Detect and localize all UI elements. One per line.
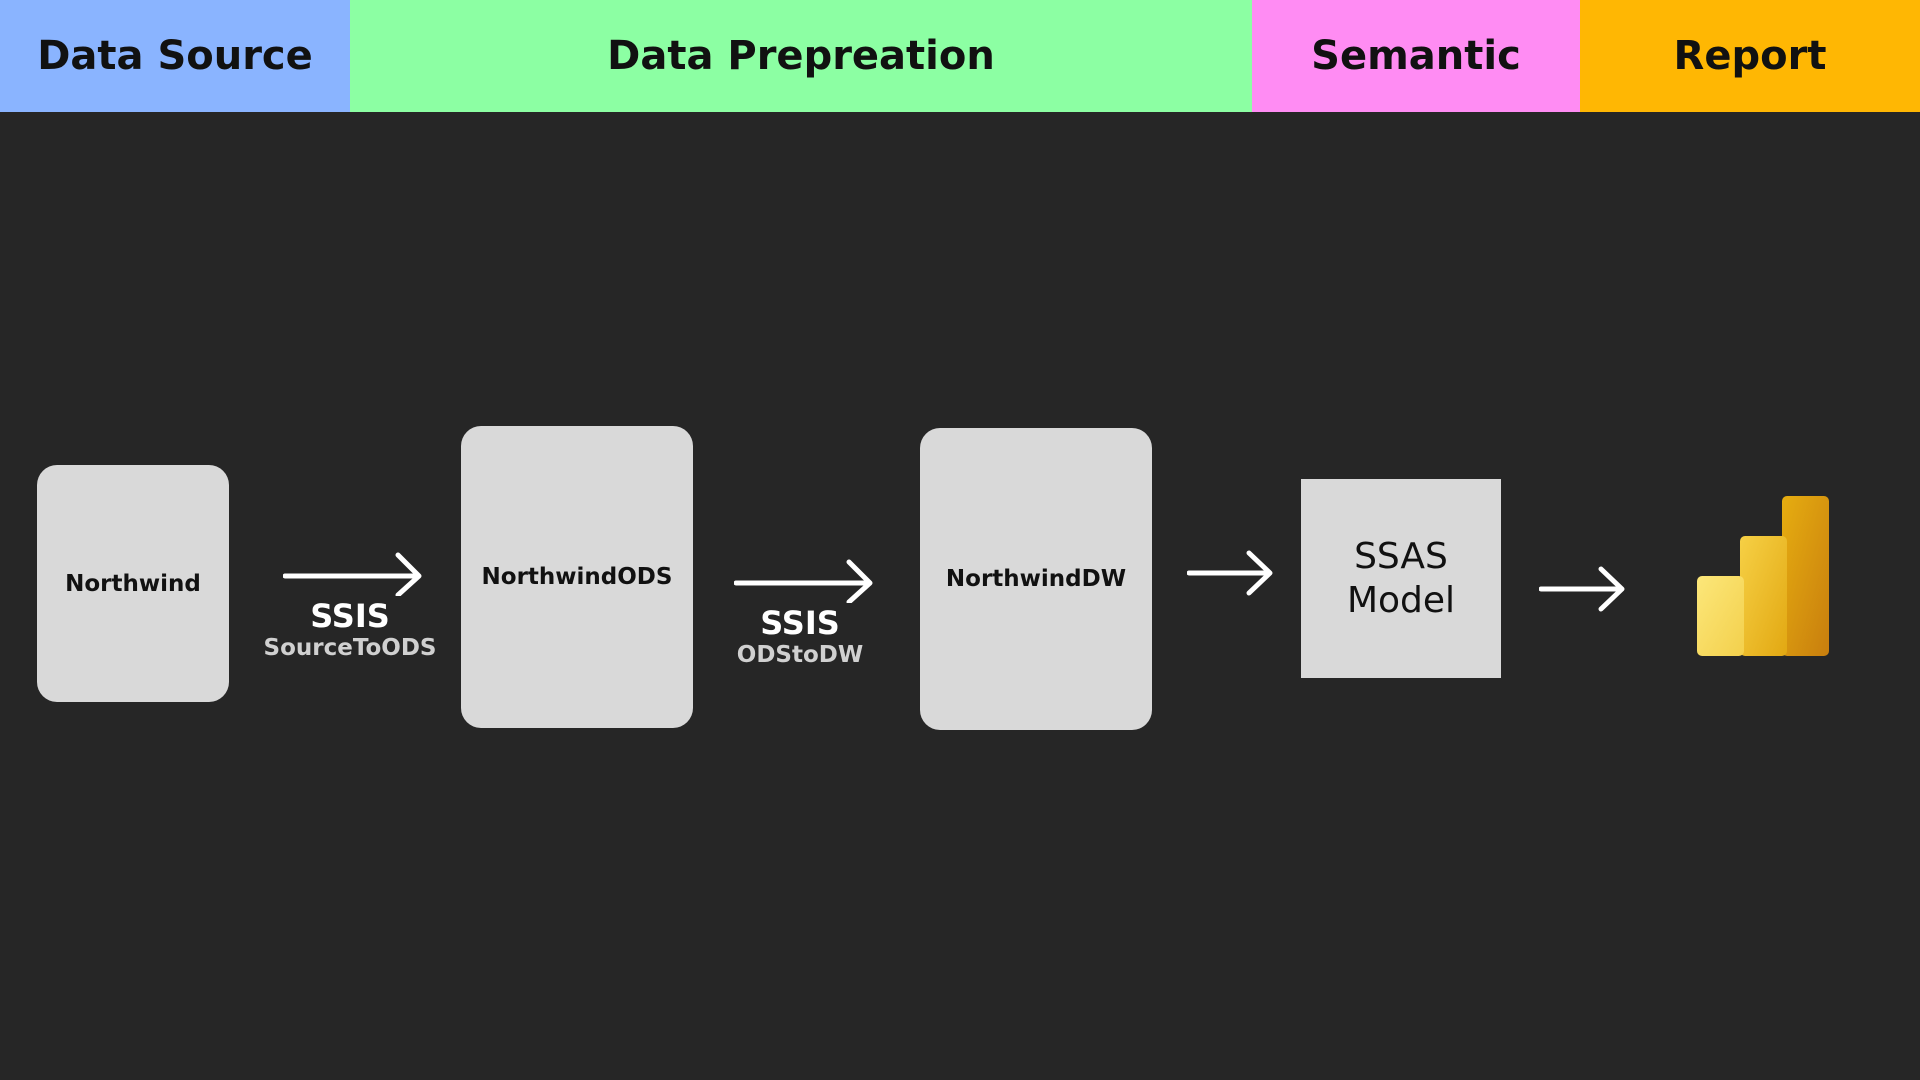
arrow-right-icon	[734, 559, 873, 603]
node-northwind-dw: NorthwindDW	[920, 428, 1152, 730]
header-semantic: Semantic	[1252, 0, 1580, 112]
layer-header: Data Source Data Prepreation Semantic Re…	[0, 0, 1920, 112]
transfer-label-ods-to-dw: SSIS ODStoDW	[705, 605, 895, 669]
header-report: Report	[1580, 0, 1920, 112]
node-northwind-label: Northwind	[65, 570, 201, 597]
arrow-right-icon	[1187, 550, 1273, 596]
header-data-preparation: Data Prepreation	[350, 0, 1252, 112]
transfer-label-source-to-ods: SSIS SourceToODS	[255, 598, 445, 662]
node-northwind-dw-label: NorthwindDW	[945, 566, 1127, 592]
transfer-tool-label: SSIS	[760, 604, 840, 642]
transfer-package-label: SourceToODS	[263, 635, 437, 661]
node-ssas-line1: SSAS	[1354, 535, 1448, 577]
arrow-right-icon	[1539, 566, 1625, 612]
header-data-source: Data Source	[0, 0, 350, 112]
node-ssas-model: SSAS Model	[1301, 479, 1501, 678]
node-ssas-line2: Model	[1346, 579, 1456, 621]
node-northwind-ods-label: NorthwindODS	[481, 564, 673, 590]
power-bi-icon	[1697, 496, 1829, 656]
transfer-package-label: ODStoDW	[736, 642, 864, 668]
node-northwind-ods: NorthwindODS	[461, 426, 693, 728]
transfer-tool-label: SSIS	[310, 597, 390, 635]
node-northwind: Northwind	[37, 465, 229, 702]
arrow-right-icon	[283, 552, 422, 596]
